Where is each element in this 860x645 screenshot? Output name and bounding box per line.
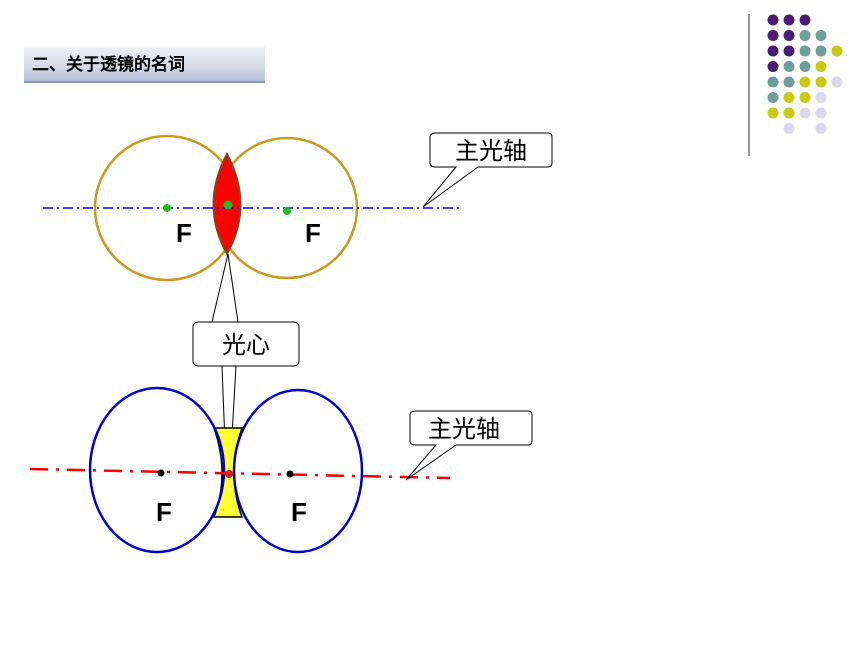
decorative-dot bbox=[767, 76, 779, 88]
decorative-dot bbox=[767, 107, 779, 119]
decorative-dot bbox=[783, 45, 795, 57]
decorative-dot bbox=[783, 61, 795, 72]
decorative-dot bbox=[783, 92, 795, 103]
decorative-dot bbox=[815, 61, 827, 72]
focus-label-left: F bbox=[176, 218, 192, 248]
decorative-dot bbox=[815, 30, 827, 41]
callout-principal-axis-bottom: 主光轴 bbox=[405, 410, 533, 481]
decorative-dot bbox=[783, 14, 795, 26]
decorative-dot bbox=[799, 92, 811, 103]
decorative-dot bbox=[767, 61, 779, 72]
principal-axis-bottom bbox=[29, 467, 451, 480]
decorative-dot bbox=[799, 107, 811, 119]
callout-optical-center: 光心 bbox=[192, 253, 300, 471]
decorative-dot bbox=[767, 45, 779, 57]
focus-label-right-bottom: F bbox=[291, 497, 307, 527]
focus-point-right bbox=[283, 207, 291, 215]
focal-ellipse-left bbox=[88, 386, 226, 554]
slide-title: 二、关于透镜的名词 bbox=[24, 47, 265, 83]
decorative-dot bbox=[815, 92, 827, 103]
decorative-dot bbox=[783, 123, 795, 134]
focus-point-left-bottom bbox=[157, 469, 165, 477]
focus-point-right-bottom bbox=[286, 470, 294, 478]
optical-center-point-bottom bbox=[225, 470, 233, 478]
decorative-dot bbox=[799, 14, 811, 26]
decorative-dot bbox=[815, 123, 827, 134]
callout-principal-axis-top: 主光轴 bbox=[422, 132, 553, 208]
focal-ellipse-right bbox=[232, 388, 364, 554]
decorative-dot bbox=[783, 107, 795, 119]
decorative-dot bbox=[815, 107, 827, 119]
decorative-dot bbox=[783, 76, 795, 88]
decorative-dot bbox=[799, 61, 811, 72]
decorative-divider bbox=[748, 14, 750, 156]
decorative-dot bbox=[783, 30, 795, 41]
decorative-dot bbox=[799, 30, 811, 41]
decorative-dot bbox=[767, 92, 779, 103]
decorative-dot bbox=[799, 76, 811, 88]
decorative-dot bbox=[767, 14, 779, 26]
decorative-dot bbox=[799, 45, 811, 57]
focus-label-right: F bbox=[305, 218, 321, 248]
callout-text-principal-axis-bottom: 主光轴 bbox=[428, 415, 500, 443]
decorative-dot-grid bbox=[767, 14, 843, 134]
optical-center-point bbox=[223, 200, 233, 210]
decorative-dot bbox=[767, 30, 779, 41]
decorative-dot bbox=[815, 45, 827, 57]
callout-text-principal-axis-top: 主光轴 bbox=[455, 137, 527, 165]
decorative-dot bbox=[815, 76, 827, 88]
concave-lens-figure: F F bbox=[29, 386, 451, 554]
decorative-dot bbox=[831, 76, 843, 88]
callout-text-optical-center: 光心 bbox=[222, 331, 270, 359]
convex-lens-figure: F F bbox=[43, 134, 462, 282]
focus-label-left-bottom: F bbox=[156, 497, 172, 527]
focus-point-left bbox=[163, 204, 171, 212]
decorative-dot bbox=[831, 45, 843, 57]
